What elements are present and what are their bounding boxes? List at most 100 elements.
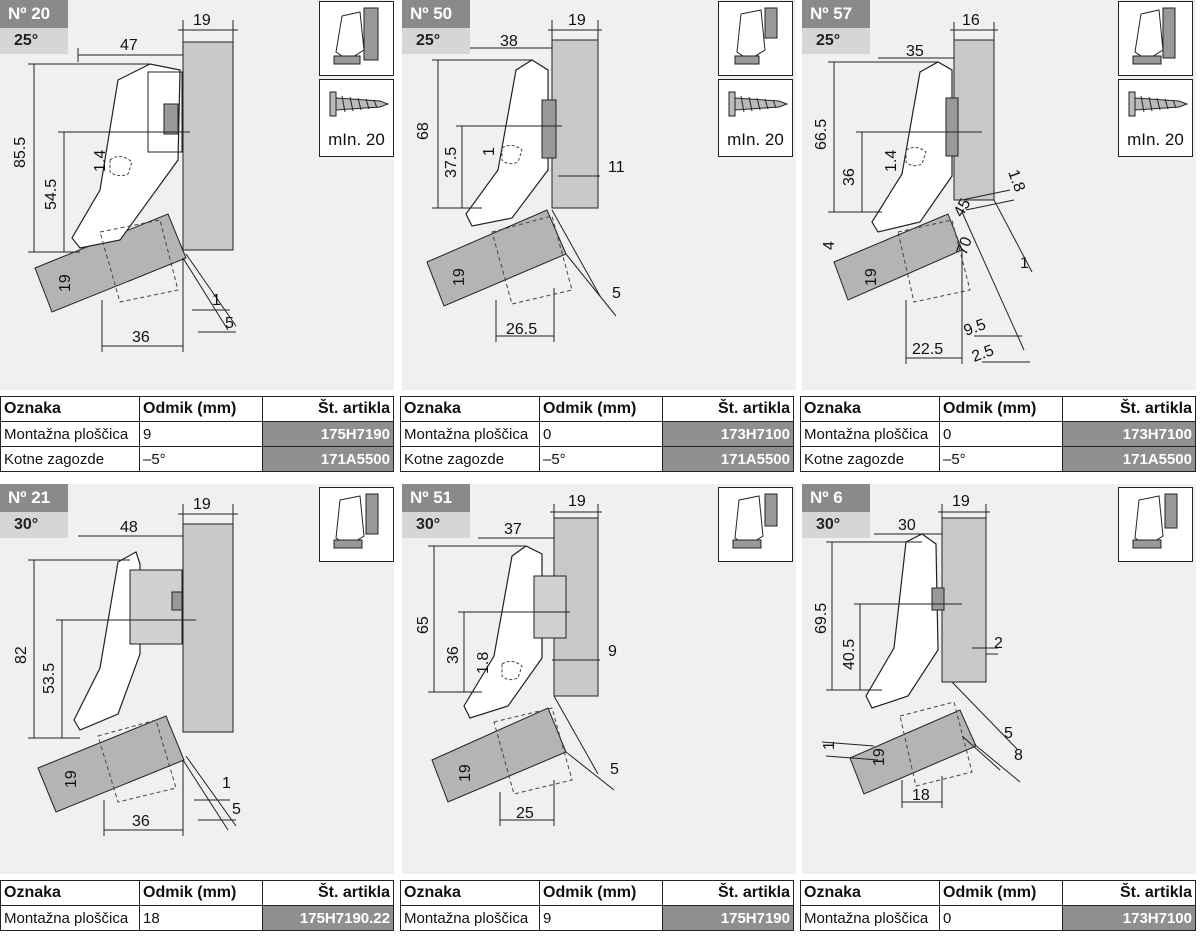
- row-offset: 9: [139, 421, 263, 447]
- row-article: 173H7100: [1062, 421, 1196, 447]
- hinge-mounting-icon: [333, 493, 379, 549]
- mounting-thumbnail: [1118, 1, 1193, 76]
- hinge-diagram-57: 16 35 66.5 36 1.4 1.8 45 70 4 19 1 22.5 …: [813, 12, 1033, 366]
- col-article: Št. artikla: [1062, 880, 1196, 906]
- screw-length-label: mIn. 20: [727, 130, 784, 149]
- hinge-panel-21: 19 48 82 53.5 19 36 1 5 Nº 21 30°: [0, 484, 394, 874]
- row-article: 171A5500: [262, 446, 394, 472]
- dim-label: 30: [898, 517, 916, 534]
- dim-label: 1.4: [92, 150, 109, 172]
- dim-label: 9: [608, 643, 617, 660]
- row-article: 175H7190: [262, 421, 394, 447]
- spec-table-21: Oznaka Odmik (mm) Št. artikla Montažna p…: [0, 880, 394, 931]
- col-article: Št. artikla: [1062, 396, 1196, 422]
- screw-length-label: mIn. 20: [1127, 130, 1184, 149]
- hinge-mounting-icon: [1132, 493, 1178, 549]
- hinge-panel-51: 19 37 65 36 1.8 9 19 25 5 Nº 51 30°: [402, 484, 796, 874]
- dim-label: 19: [193, 12, 211, 29]
- hinge-mounting-icon: [734, 7, 778, 65]
- mounting-thumbnail: [319, 487, 394, 562]
- dim-label: 19: [457, 764, 474, 782]
- dim-label: 19: [63, 770, 80, 788]
- dim-label: 36: [445, 646, 462, 664]
- col-offset: Odmik (mm): [539, 880, 663, 906]
- row-offset: 18: [139, 905, 263, 931]
- dim-label: 5: [1004, 725, 1013, 742]
- dim-label: 48: [120, 519, 138, 536]
- hinge-angle: 25°: [402, 28, 470, 54]
- hinge-panel-6: 19 30 69.5 40.5 2 1 19 18 5 8 Nº 6 30°: [802, 484, 1196, 874]
- dim-label: 25: [516, 805, 534, 822]
- col-designation: Oznaka: [800, 880, 940, 906]
- hinge-number: Nº 20: [0, 0, 68, 28]
- row-article: 175H7190: [662, 905, 794, 931]
- hinge-diagram-20: 19 47 85.5 54.5 1.4 19 36 1 5: [12, 12, 238, 352]
- row-article: 171A5500: [1062, 446, 1196, 472]
- row-designation: Montažna ploščica: [0, 421, 140, 447]
- row-article: 173H7100: [1062, 905, 1196, 931]
- dim-label: 40.5: [841, 639, 858, 670]
- dim-label: 9.5: [962, 316, 989, 340]
- spec-table-20: Oznaka Odmik (mm) Št. artikla Montažna p…: [0, 396, 394, 472]
- col-offset: Odmik (mm): [939, 880, 1063, 906]
- dim-label: 35: [906, 43, 924, 60]
- dim-label: 1: [212, 292, 221, 309]
- dim-label: 1.8: [475, 652, 492, 674]
- row-designation: Montažna ploščica: [400, 421, 540, 447]
- dim-label: 45: [951, 196, 975, 220]
- spec-table-6: Oznaka Odmik (mm) Št. artikla Montažna p…: [800, 880, 1196, 931]
- screw-length-label: mIn. 20: [328, 130, 385, 149]
- dim-label: 19: [57, 274, 74, 292]
- hinge-angle: 30°: [402, 512, 470, 538]
- dim-label: 65: [415, 616, 432, 634]
- row-offset: –5°: [139, 446, 263, 472]
- col-designation: Oznaka: [0, 880, 140, 906]
- row-designation: Kotne zagozde: [800, 446, 940, 472]
- spec-table-51: Oznaka Odmik (mm) Št. artikla Montažna p…: [400, 880, 794, 931]
- hinge-panel-20: 19 47 85.5 54.5 1.4 19 36 1 5 Nº 20 25° …: [0, 0, 394, 390]
- dim-label: 2.5: [970, 342, 997, 366]
- dim-label: 5: [225, 315, 234, 332]
- col-designation: Oznaka: [800, 396, 940, 422]
- dim-label: 36: [841, 168, 858, 186]
- dim-label: 1: [1020, 255, 1029, 272]
- hinge-number: Nº 6: [802, 484, 870, 512]
- dim-label: 66.5: [813, 119, 830, 150]
- dim-label: 53.5: [41, 663, 58, 694]
- screw-icon: [329, 91, 390, 117]
- row-offset: 0: [939, 905, 1063, 931]
- hinge-angle: 25°: [0, 28, 68, 54]
- dim-label: 82: [13, 646, 30, 664]
- screw-thumbnail: mIn. 20: [1118, 79, 1193, 157]
- col-designation: Oznaka: [0, 396, 140, 422]
- row-designation: Montažna ploščica: [800, 421, 940, 447]
- mounting-thumbnail: [718, 487, 793, 562]
- row-article: 171A5500: [662, 446, 794, 472]
- screw-icon: [1128, 91, 1189, 117]
- dim-label: 5: [612, 285, 621, 302]
- col-offset: Odmik (mm): [939, 396, 1063, 422]
- dim-label: 1: [481, 147, 498, 156]
- dim-label: 19: [451, 268, 468, 286]
- dim-label: 5: [232, 801, 241, 818]
- spec-table-50: Oznaka Odmik (mm) Št. artikla Montažna p…: [400, 396, 794, 472]
- row-designation: Kotne zagozde: [400, 446, 540, 472]
- mounting-thumbnail: [319, 1, 394, 76]
- col-article: Št. artikla: [662, 396, 794, 422]
- dim-label: 8: [1014, 747, 1023, 764]
- hinge-diagram-51: 19 37 65 36 1.8 9 19 25 5: [415, 493, 619, 826]
- dim-label: 1: [821, 741, 838, 750]
- col-designation: Oznaka: [400, 880, 540, 906]
- dim-label: 1.8: [1004, 168, 1028, 195]
- row-designation: Montažna ploščica: [800, 905, 940, 931]
- col-offset: Odmik (mm): [139, 880, 263, 906]
- hinge-mounting-icon: [1132, 7, 1176, 65]
- dim-label: 69.5: [813, 603, 830, 634]
- hinge-diagram-50: 19 38 68 37.5 1 11 19 26.5 5: [415, 12, 625, 342]
- dim-label: 18: [912, 787, 930, 804]
- dim-label: 19: [568, 12, 586, 29]
- hinge-panel-57: 16 35 66.5 36 1.4 1.8 45 70 4 19 1 22.5 …: [802, 0, 1196, 390]
- row-article: 175H7190.22: [262, 905, 394, 931]
- col-designation: Oznaka: [400, 396, 540, 422]
- dim-label: 11: [608, 159, 625, 176]
